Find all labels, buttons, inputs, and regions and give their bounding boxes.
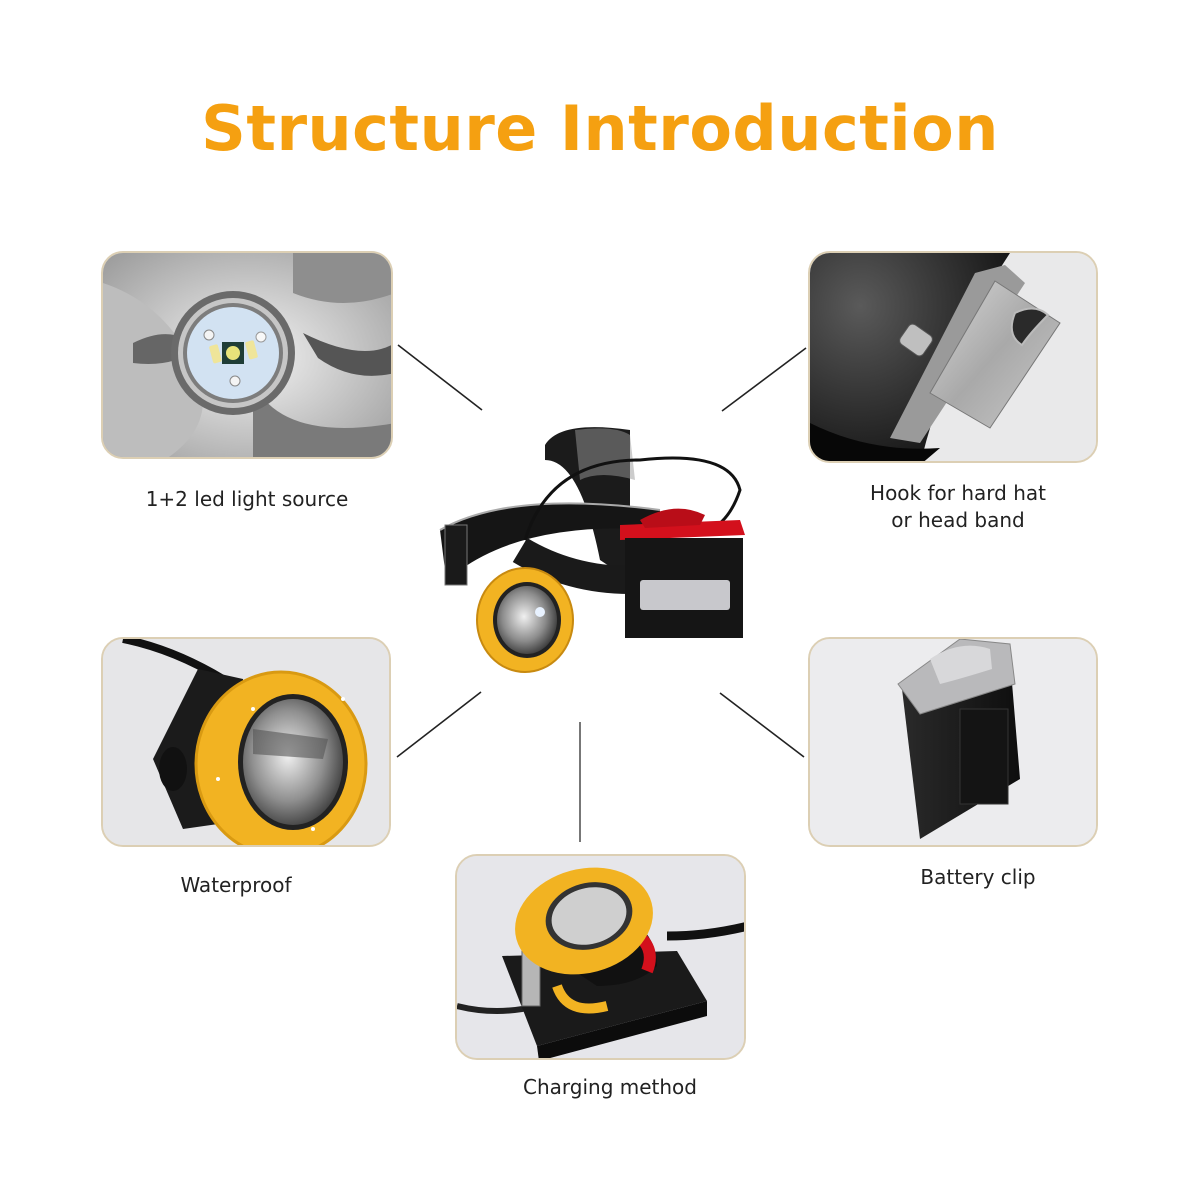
feature-panel-hook: [808, 251, 1098, 463]
feature-caption-charging: Charging method: [523, 1075, 697, 1099]
connector-waterproof: [396, 691, 482, 758]
wet-lamp-head-image: [103, 639, 389, 845]
charger-dock-image: [457, 856, 744, 1058]
battery-pack-image: [810, 639, 1096, 845]
feature-caption-hook: Hook for hard hat or head band: [808, 480, 1108, 534]
feature-panel-waterproof: [101, 637, 391, 847]
feature-panel-led-light-source: [101, 251, 393, 459]
connector-battery-clip: [719, 692, 805, 758]
metal-hook-image: [810, 253, 1096, 461]
page-title: Structure Introduction: [201, 92, 999, 165]
headlamp-product-image: [430, 420, 760, 690]
feature-caption-hook-line2: or head band: [891, 508, 1025, 532]
feature-caption-battery-clip: Battery clip: [920, 865, 1036, 889]
connector-hook: [721, 347, 807, 412]
feature-panel-charging: [455, 854, 746, 1060]
feature-panel-battery-clip: [808, 637, 1098, 847]
feature-caption-led-light-source: 1+2 led light source: [145, 487, 349, 511]
led-chip-image: [103, 253, 391, 457]
feature-caption-waterproof: Waterproof: [180, 873, 292, 897]
connector-led-light-source: [397, 344, 483, 411]
feature-caption-hook-line1: Hook for hard hat: [870, 481, 1046, 505]
